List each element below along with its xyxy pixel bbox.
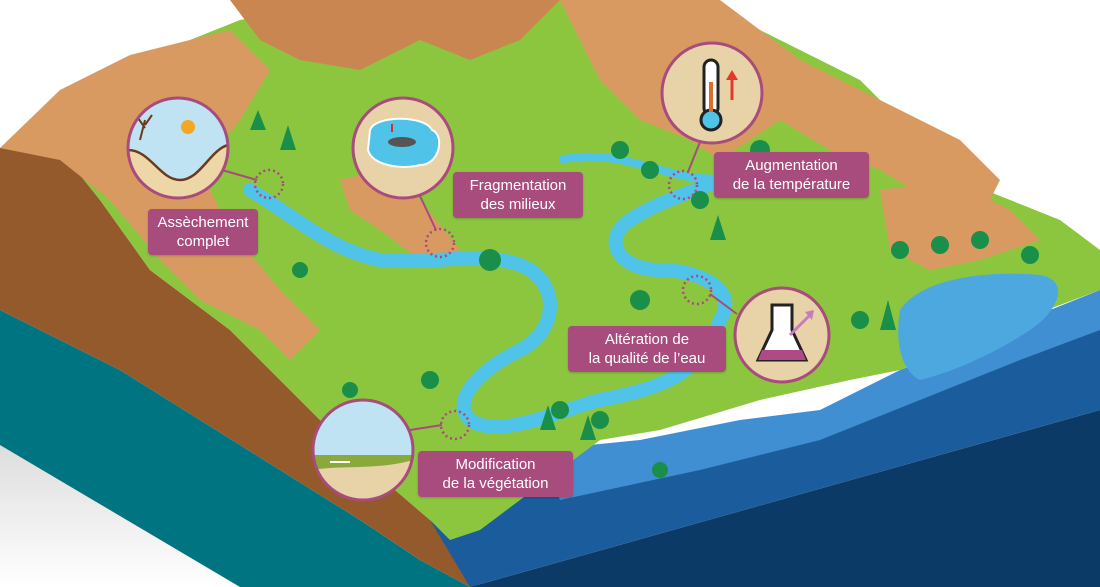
- callout-label-vegetation: Modification de la végétation: [418, 451, 573, 497]
- label-line: Altération de: [604, 331, 690, 348]
- fish-in-isolated-pool-icon: [351, 96, 455, 200]
- callout-label-drying: Assèchement complet: [148, 209, 258, 255]
- callout-label-water-quality: Altération de la qualité de l’eau: [568, 326, 726, 372]
- mountain-right: [560, 0, 1000, 220]
- callout-label-fragmentation: Fragmentation des milieux: [453, 172, 583, 218]
- mountain-top: [230, 0, 560, 70]
- thermometer-rising-icon: [660, 41, 764, 145]
- connector-lines: [221, 141, 738, 431]
- label-line: Assèchement: [157, 214, 249, 231]
- label-line: Fragmentation: [469, 177, 567, 194]
- label-line: de la température: [732, 176, 851, 193]
- label-line: Modification: [455, 456, 536, 473]
- label-line: complet: [176, 233, 230, 250]
- lagoon: [898, 273, 1059, 380]
- trees: [250, 110, 1039, 478]
- dry-riverbed-icon: [126, 96, 230, 200]
- river: [243, 173, 733, 434]
- sea-shallow: [540, 290, 1100, 500]
- focus-markers: [253, 168, 713, 441]
- callout-label-temperature: Augmentation de la température: [714, 152, 869, 198]
- label-line: des milieux: [480, 196, 556, 213]
- label-line: la qualité de l’eau: [588, 350, 706, 367]
- label-line: Augmentation: [745, 157, 838, 174]
- mountain-mid: [340, 170, 460, 260]
- block-edge-water-left: [0, 310, 470, 587]
- riverbank-vegetation-icon: [311, 398, 415, 502]
- mountain-far-right: [880, 180, 1040, 270]
- flask-rising-icon: [733, 286, 831, 384]
- label-line: de la végétation: [442, 475, 549, 492]
